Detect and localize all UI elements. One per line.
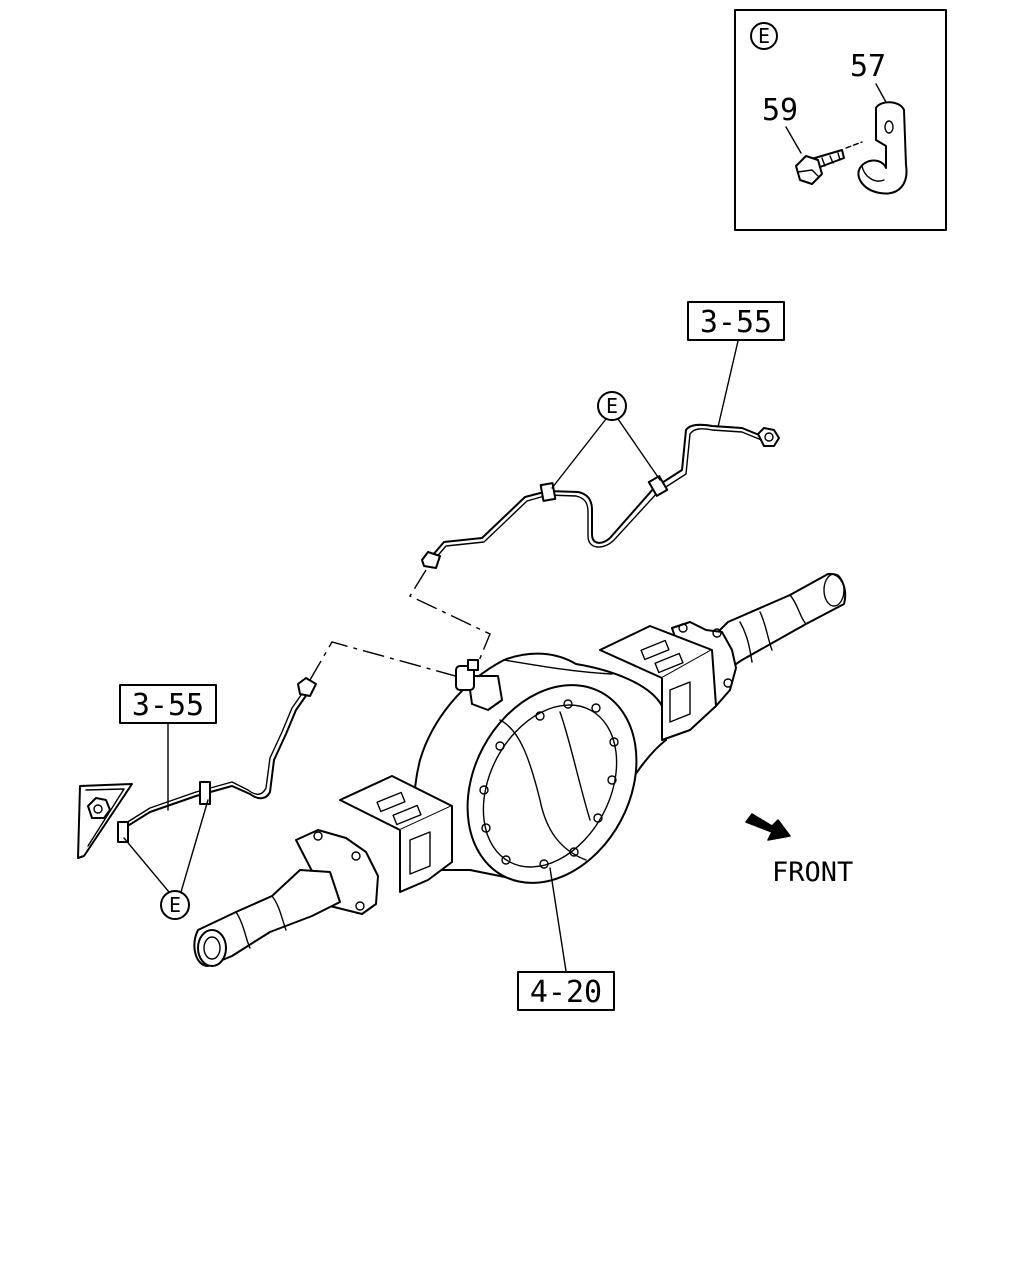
- wheel-speed-sensor: [455, 659, 503, 711]
- lower-harness-bracket: [77, 783, 133, 859]
- lower-harness-connector: [87, 797, 111, 819]
- callout-axle-housing: 4-20: [530, 975, 602, 1010]
- upper-harness: 3-55 E: [408, 301, 785, 669]
- housing-flange: [466, 684, 638, 884]
- front-direction: FRONT: [745, 813, 853, 888]
- part-number-59: 59: [762, 93, 798, 128]
- detail-marker-circle: [750, 22, 778, 50]
- upper-harness-wire: [431, 423, 765, 557]
- leader-57: [875, 83, 888, 105]
- clip-marker-lower-circle: [160, 890, 190, 920]
- upper-harness-connector: [757, 427, 780, 447]
- front-label: FRONT: [772, 857, 853, 888]
- callout-lower-harness: 3-55: [132, 688, 204, 723]
- leader-upper-harness: [717, 340, 739, 428]
- upper-routing-line: [408, 569, 491, 669]
- callout-upper-harness: 3-55: [700, 305, 772, 340]
- clip-marker-upper: E: [606, 394, 618, 418]
- detail-box: E 57 59: [734, 9, 947, 231]
- axle-housing: 4-20: [193, 572, 847, 1011]
- front-arrow-icon: [745, 813, 791, 841]
- leader-59: [785, 126, 802, 154]
- callout-box-axle-housing: [517, 971, 615, 1011]
- lower-harness-wire: [117, 689, 311, 833]
- part-number-57: 57: [850, 49, 886, 84]
- left-hub: [295, 829, 379, 915]
- callout-box-lower-harness: [119, 684, 217, 724]
- lower-harness: 3-55 E: [77, 641, 471, 920]
- upper-clip-2: [647, 475, 669, 497]
- clip-marker-lower: E: [169, 893, 181, 917]
- clip-icon: [857, 101, 908, 195]
- leader-axle-housing: [549, 867, 567, 972]
- lower-clip-2: [117, 821, 129, 843]
- clip-marker-upper-circle: [597, 391, 627, 421]
- flange-bolts: [479, 699, 619, 869]
- bolt-icon: [795, 141, 863, 185]
- callout-box-upper-harness: [687, 301, 785, 341]
- detail-marker: E: [758, 24, 770, 48]
- lower-routing-line: [309, 641, 471, 681]
- upper-harness-plug: [421, 551, 441, 569]
- lower-harness-plug: [297, 677, 317, 697]
- left-axle-end: [197, 929, 227, 967]
- lower-clip-1: [199, 781, 211, 805]
